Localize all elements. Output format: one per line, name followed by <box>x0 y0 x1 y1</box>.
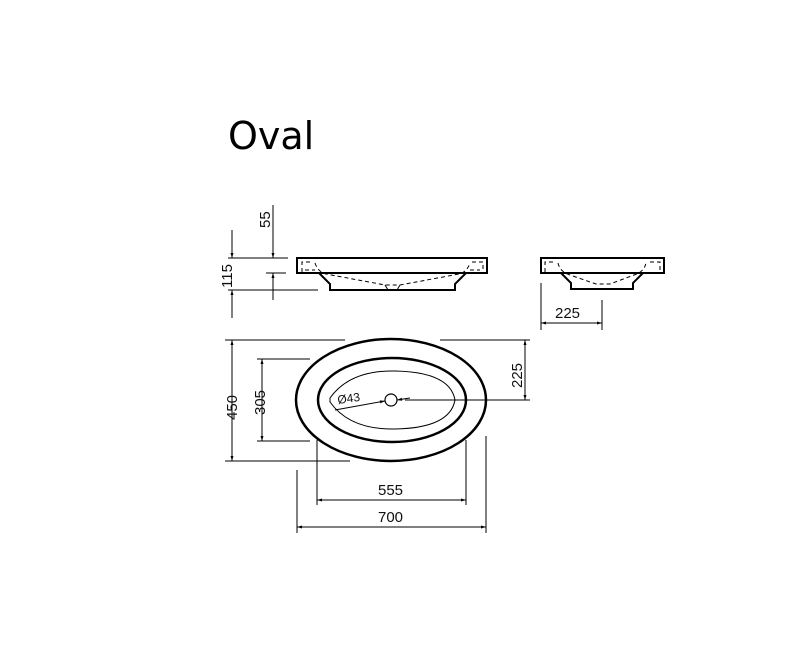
top-view <box>225 337 530 533</box>
dim-inner-width: 555 <box>378 482 403 499</box>
dim-outer-width: 700 <box>378 509 403 526</box>
end-view <box>540 257 665 330</box>
product-title: Oval <box>228 114 315 158</box>
side-view <box>228 205 488 318</box>
dim-outer-height: 450 <box>224 395 241 420</box>
dim-drain-offset: 225 <box>509 363 526 388</box>
dim-inner-height: 305 <box>252 390 269 415</box>
dim-drain-diameter: Ø43 <box>336 390 361 407</box>
dim-height-rim: 55 <box>257 211 274 228</box>
dim-height-total: 115 <box>219 264 236 288</box>
dim-half-depth: 225 <box>555 305 580 322</box>
